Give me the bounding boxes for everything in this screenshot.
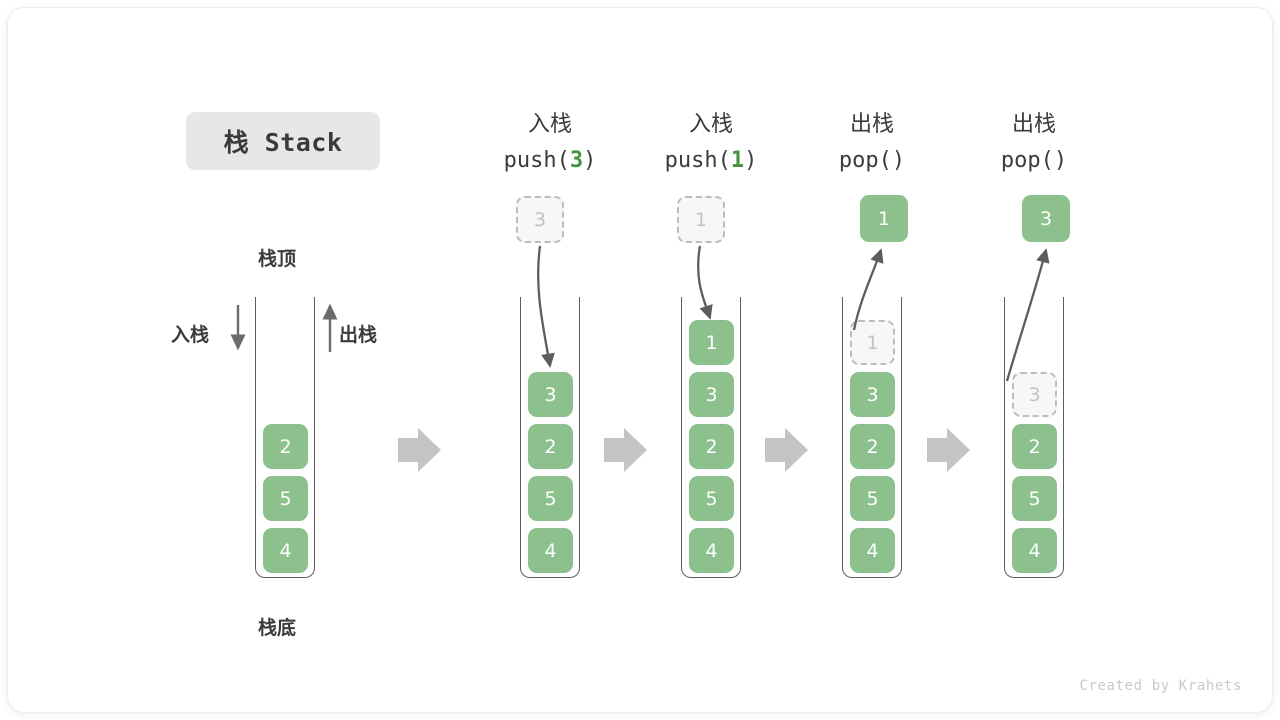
column-header-pop-1: 出栈 pop() xyxy=(787,107,957,179)
stack-cell: 5 xyxy=(1012,476,1057,521)
column-op-label: 入栈 xyxy=(527,112,572,137)
stack-cell: 2 xyxy=(263,424,308,469)
footer-credit: Created by Krahets xyxy=(1079,678,1242,694)
stack-walls xyxy=(520,297,580,578)
column-op-label: 出栈 xyxy=(1011,112,1056,137)
column-call-label: pop() xyxy=(838,148,906,173)
column-op-label: 出栈 xyxy=(849,112,894,137)
stack-cell: 4 xyxy=(263,528,308,573)
stack-cell: 5 xyxy=(263,476,308,521)
stack-cell-ghost: 1 xyxy=(850,320,895,365)
popped-value-box: 1 xyxy=(860,195,908,242)
stack-cell: 2 xyxy=(689,424,734,469)
stack-walls xyxy=(842,297,902,578)
stack-container: 1 3 2 5 4 xyxy=(842,297,902,578)
stack-walls xyxy=(681,297,741,578)
title-badge: 栈 Stack xyxy=(186,112,380,170)
stack-cell-ghost: 3 xyxy=(1012,372,1057,417)
stack-cell: 5 xyxy=(528,476,573,521)
column-header-pop-3: 出栈 pop() xyxy=(949,107,1119,179)
column-call-label: push(1) xyxy=(664,148,758,173)
column-call-arg: 1 xyxy=(730,148,745,173)
label-stack-bottom: 栈底 xyxy=(258,617,297,639)
column-header-push-3: 入栈 push(3) xyxy=(465,107,635,179)
stack-cell: 4 xyxy=(1012,528,1057,573)
pending-push-box: 3 xyxy=(516,196,564,243)
label-push-side: 入栈 xyxy=(171,324,210,346)
stack-cell: 2 xyxy=(850,424,895,469)
stack-container: 1 3 2 5 4 xyxy=(681,297,741,578)
stack-cell: 1 xyxy=(689,320,734,365)
stack-cell: 3 xyxy=(850,372,895,417)
stack-walls xyxy=(1004,297,1064,578)
label-pop-side: 出栈 xyxy=(339,324,378,346)
stack-cell: 4 xyxy=(689,528,734,573)
stack-walls xyxy=(255,297,315,578)
stack-cell: 4 xyxy=(528,528,573,573)
stack-cell: 2 xyxy=(1012,424,1057,469)
label-stack-top: 栈顶 xyxy=(258,248,297,270)
column-header-push-1: 入栈 push(1) xyxy=(626,107,796,179)
column-call-label: pop() xyxy=(1000,148,1068,173)
stack-container: 3 2 5 4 xyxy=(520,297,580,578)
stack-cell: 3 xyxy=(689,372,734,417)
popped-value-box: 3 xyxy=(1022,195,1070,242)
stack-cell: 5 xyxy=(850,476,895,521)
stack-cell: 3 xyxy=(528,372,573,417)
stack-container: 2 5 4 xyxy=(255,297,315,578)
stack-cell: 2 xyxy=(528,424,573,469)
stack-cell: 4 xyxy=(850,528,895,573)
column-call-arg: 3 xyxy=(569,148,584,173)
stack-cell: 5 xyxy=(689,476,734,521)
stack-container: 3 2 5 4 xyxy=(1004,297,1064,578)
column-call-label: push(3) xyxy=(503,148,597,173)
pending-push-box: 1 xyxy=(677,196,725,243)
column-op-label: 入栈 xyxy=(688,112,733,137)
